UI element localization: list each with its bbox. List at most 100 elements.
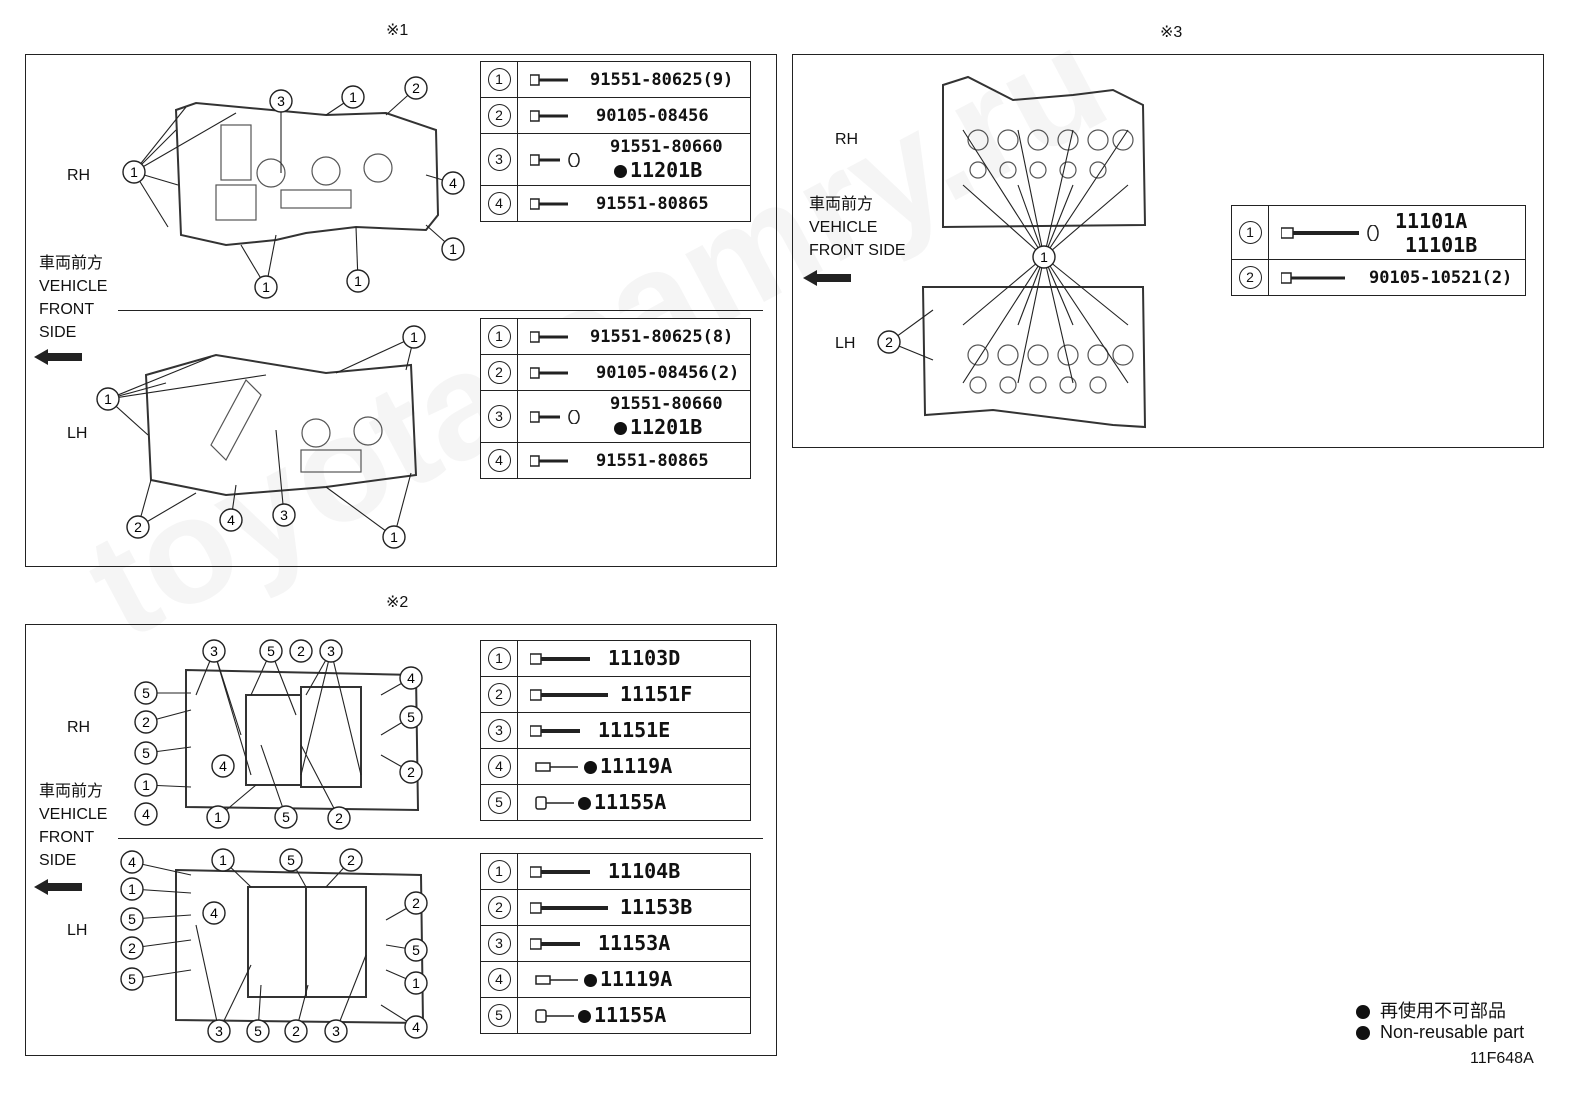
bolt-icon — [530, 724, 580, 737]
head-bolt-legend: 1 11101A 11101B 2 90105-10521(2) — [1231, 205, 1526, 296]
svg-text:5: 5 — [282, 809, 290, 825]
front-arrow-icon — [34, 349, 82, 365]
plug-icon — [535, 795, 574, 810]
svg-text:5: 5 — [128, 971, 136, 987]
svg-text:1: 1 — [1040, 249, 1048, 265]
lh-label: LH — [835, 335, 856, 352]
rh-label: RH — [67, 167, 91, 184]
svg-text:3: 3 — [280, 507, 288, 523]
bolt-icon — [530, 937, 580, 950]
svg-text:1: 1 — [128, 881, 136, 897]
svg-text:4: 4 — [128, 854, 136, 870]
rh-cover-legend: 1 91551-80625(9) 2 90105-08456 3 91551-8… — [480, 61, 751, 222]
svg-text:4: 4 — [412, 1019, 420, 1035]
svg-text:2: 2 — [128, 940, 136, 956]
svg-text:1: 1 — [410, 329, 418, 345]
non-reusable-dot-icon — [1356, 1026, 1370, 1041]
svg-text:3: 3 — [215, 1023, 223, 1039]
svg-text:5: 5 — [142, 745, 150, 761]
svg-text:2: 2 — [412, 80, 420, 96]
non-reusable-dot-icon — [1356, 1005, 1370, 1020]
head-diagram: 1 2 — [877, 75, 1147, 429]
cover-diagram: 1 1 2 3 4 1 1 1 1 1 2 4 3 1 — [96, 76, 465, 549]
svg-text:2: 2 — [297, 643, 305, 659]
bolt-icon — [530, 366, 568, 379]
pin-icon — [535, 761, 578, 772]
rh-label: RH — [67, 719, 91, 736]
svg-text:5: 5 — [267, 643, 275, 659]
head-bolt-washer-icon — [1281, 224, 1379, 241]
lh-label: LH — [67, 425, 88, 442]
panel-1-cylinder-head-cover: RH LH 車両前方 VEHICLE FRONT SIDE — [25, 54, 777, 567]
panel1-mark: ※1 — [386, 22, 409, 39]
svg-text:5: 5 — [287, 852, 295, 868]
svg-text:4: 4 — [407, 670, 415, 686]
panel3-mark: ※3 — [1160, 24, 1183, 41]
pin-icon — [535, 974, 578, 985]
note-en: Non-reusable part — [1356, 1022, 1524, 1043]
bolt-icon — [530, 197, 568, 210]
svg-text:2: 2 — [335, 810, 343, 826]
svg-text:1: 1 — [219, 852, 227, 868]
svg-text:2: 2 — [347, 852, 355, 868]
callout-1: 1 — [130, 164, 138, 180]
panel-2-camshaft-housing: RH LH 車両前方 VEHICLE FRONT SIDE — [25, 624, 777, 1056]
svg-text:1: 1 — [412, 975, 420, 991]
svg-text:2: 2 — [134, 519, 142, 535]
bolt-washer-icon — [530, 152, 580, 167]
svg-text:2: 2 — [142, 714, 150, 730]
svg-text:2: 2 — [407, 764, 415, 780]
svg-text:1: 1 — [262, 279, 270, 295]
bolt-icon — [530, 330, 568, 343]
rh-label: RH — [835, 131, 859, 148]
bolt-washer-icon — [530, 409, 580, 424]
front-arrow-icon — [803, 270, 851, 286]
svg-text:1: 1 — [449, 241, 457, 257]
lh-cover-legend: 1 91551-80625(8) 2 90105-08456(2) 3 9155… — [480, 318, 751, 479]
svg-text:5: 5 — [407, 709, 415, 725]
bolt-icon — [530, 865, 590, 878]
svg-text:1: 1 — [390, 529, 398, 545]
bolt-icon — [530, 652, 590, 665]
svg-text:2: 2 — [412, 895, 420, 911]
svg-text:3: 3 — [277, 93, 285, 109]
rh-lh-divider — [118, 838, 763, 839]
bolt-icon — [530, 109, 568, 122]
svg-text:1: 1 — [214, 809, 222, 825]
housing-diagram: 3 5 2 3 5 2 5 1 4 4 4 5 2 1 5 2 4 1 5 2 … — [120, 639, 428, 1043]
svg-text:3: 3 — [327, 643, 335, 659]
panel-3-cylinder-head: RH LH 車両前方 VEHICLE FRONT SIDE 1 2 1 11 — [792, 54, 1544, 448]
svg-text:4: 4 — [219, 758, 227, 774]
svg-text:4: 4 — [227, 512, 235, 528]
rh-lh-divider — [118, 310, 763, 311]
bolt-icon — [530, 454, 568, 467]
svg-text:4: 4 — [142, 806, 150, 822]
svg-text:1: 1 — [349, 89, 357, 105]
svg-text:5: 5 — [142, 685, 150, 701]
svg-text:1: 1 — [104, 391, 112, 407]
svg-text:5: 5 — [128, 911, 136, 927]
front-arrow-icon — [34, 879, 82, 895]
figure-code: 11F648A — [1470, 1050, 1534, 1067]
lh-housing-legend: 1 11104B 2 11153B 3 11153A 4 11119A 5 11… — [480, 853, 751, 1034]
svg-text:4: 4 — [449, 175, 457, 191]
bolt-icon — [530, 73, 568, 86]
lh-label: LH — [67, 922, 88, 939]
svg-text:4: 4 — [210, 905, 218, 921]
front-side-label: 車両前方 VEHICLE FRONT SIDE — [39, 255, 108, 341]
panel2-mark: ※2 — [386, 594, 409, 611]
bolt-icon — [530, 901, 608, 914]
svg-text:3: 3 — [332, 1023, 340, 1039]
rh-housing-legend: 1 11103D 2 11151F 3 11151E 4 11119A 5 11… — [480, 640, 751, 821]
svg-text:5: 5 — [412, 942, 420, 958]
svg-text:3: 3 — [210, 643, 218, 659]
svg-text:5: 5 — [254, 1023, 262, 1039]
svg-text:2: 2 — [885, 334, 893, 350]
svg-text:1: 1 — [142, 777, 150, 793]
bolt-icon — [530, 688, 608, 701]
front-side-label: 車両前方 VEHICLE FRONT SIDE — [809, 196, 906, 259]
plug-icon — [535, 1008, 574, 1023]
svg-text:1: 1 — [354, 273, 362, 289]
note-jp: 再使用不可部品 — [1356, 997, 1506, 1023]
svg-text:2: 2 — [292, 1023, 300, 1039]
